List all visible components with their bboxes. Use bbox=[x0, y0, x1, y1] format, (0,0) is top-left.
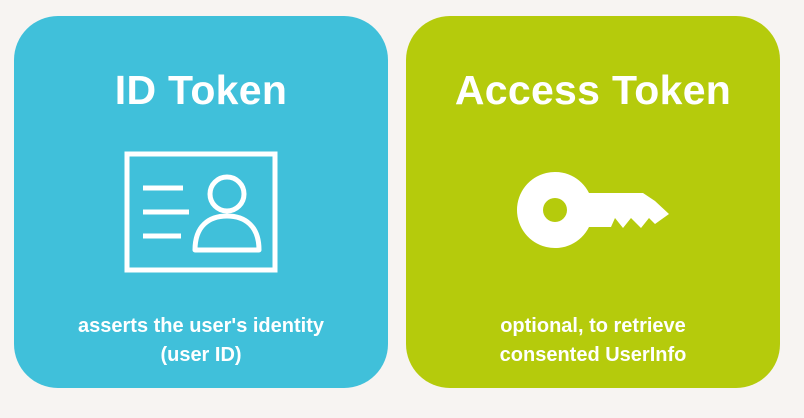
access-token-card: Access Token optional, to retrieve conse… bbox=[406, 16, 780, 388]
access-token-description: optional, to retrieve consented UserInfo bbox=[406, 312, 780, 370]
id-token-description-line: (user ID) bbox=[160, 344, 242, 366]
id-token-title: ID Token bbox=[114, 67, 288, 113]
access-token-description-line: consented UserInfo bbox=[499, 344, 687, 366]
key-icon bbox=[517, 171, 669, 249]
id-token-description: asserts the user's identity (user ID) bbox=[14, 312, 388, 370]
access-token-description-line: optional, to retrieve bbox=[500, 315, 686, 337]
id-card-icon bbox=[124, 151, 278, 273]
access-token-title: Access Token bbox=[454, 67, 732, 113]
id-token-card: ID Token asserts the user's identity (us… bbox=[14, 16, 388, 388]
id-token-description-line: asserts the user's identity bbox=[78, 315, 324, 337]
